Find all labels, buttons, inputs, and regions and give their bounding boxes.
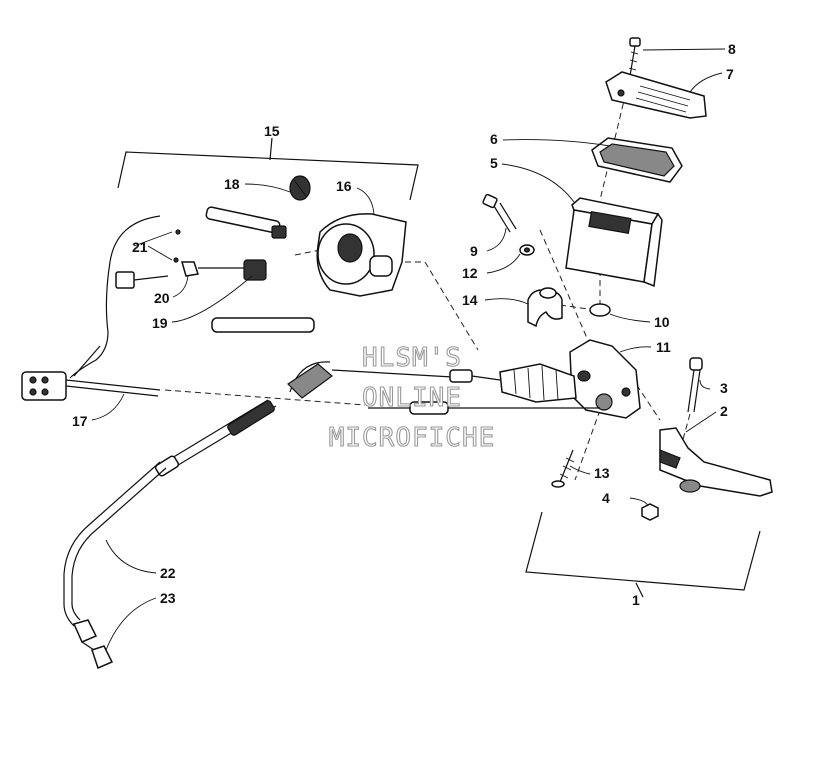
callout-13: 13 xyxy=(594,465,610,481)
callout-18: 18 xyxy=(224,176,240,192)
reservoir-5 xyxy=(565,197,663,288)
leader-lines xyxy=(91,48,726,651)
fittings-23 xyxy=(72,619,114,670)
callout-7: 7 xyxy=(726,66,734,82)
callout-22: 22 xyxy=(160,565,176,581)
harness-17 xyxy=(21,215,161,401)
watermark-line-3: MICROFICHE xyxy=(329,423,496,453)
callout-21: 21 xyxy=(132,239,148,255)
brake-lever-2 xyxy=(659,427,773,497)
gasket-6 xyxy=(591,137,683,183)
cable-connectors xyxy=(287,361,600,415)
callout-9: 9 xyxy=(470,243,478,259)
callout-12: 12 xyxy=(462,265,478,281)
brake-line-22 xyxy=(63,399,277,627)
switch-parts xyxy=(115,206,315,333)
callout-14: 14 xyxy=(462,292,478,308)
callout-10: 10 xyxy=(654,314,670,330)
watermark-line-1: HLSM'S xyxy=(362,343,462,373)
clamp-14 xyxy=(527,287,563,328)
knob-18 xyxy=(289,175,311,201)
screw-13 xyxy=(551,449,575,488)
callout-4: 4 xyxy=(602,490,610,506)
switch-housing-16 xyxy=(316,213,407,297)
master-cylinder-11 xyxy=(499,339,641,419)
callout-11: 11 xyxy=(656,339,671,355)
callout-23: 23 xyxy=(160,590,176,606)
callout-5: 5 xyxy=(490,155,498,171)
callout-3: 3 xyxy=(720,380,728,396)
bracket-1 xyxy=(525,511,761,598)
nut-4 xyxy=(641,503,659,521)
cover-plate-7 xyxy=(605,71,707,119)
watermark: HLSM'S ONLINE MICROFICHE xyxy=(328,342,496,453)
bracket-15 xyxy=(117,137,419,201)
callout-8: 8 xyxy=(728,41,736,57)
callout-15: 15 xyxy=(264,123,280,139)
callout-16: 16 xyxy=(336,178,352,194)
washer-10 xyxy=(589,303,611,317)
callout-19: 19 xyxy=(152,315,168,331)
screw-8 xyxy=(599,37,641,201)
watermark-line-2: ONLINE xyxy=(362,383,462,413)
callout-labels: 1 2 3 4 5 6 7 8 9 10 11 12 13 14 15 16 1… xyxy=(72,41,736,608)
callout-1: 1 xyxy=(632,592,640,608)
callout-2: 2 xyxy=(720,403,728,419)
callout-6: 6 xyxy=(490,131,498,147)
callout-20: 20 xyxy=(154,290,170,306)
washer-12-hole xyxy=(523,247,531,253)
bolt-9 xyxy=(482,193,517,233)
callout-17: 17 xyxy=(72,413,88,429)
